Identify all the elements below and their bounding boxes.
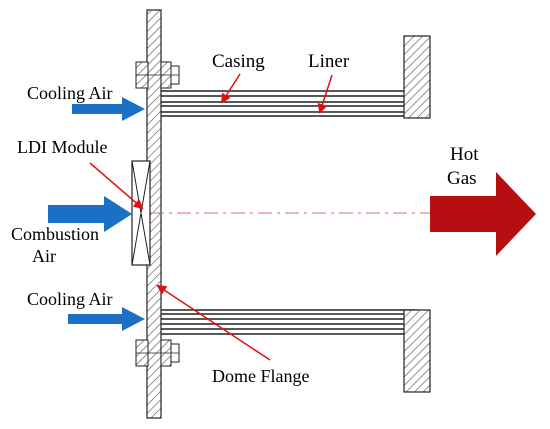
hot-gas-arrow (430, 172, 536, 256)
liner-label: Liner (308, 51, 350, 72)
bolt-top (135, 61, 180, 89)
cooling-air-label-bottom: Cooling Air (27, 289, 113, 309)
combustion-air-arrow (48, 196, 132, 232)
hot-gas-label-line1: Hot (450, 144, 479, 165)
hot-gas-label-line2: Gas (447, 168, 477, 189)
casing-label: Casing (212, 51, 265, 72)
bolt-bottom (135, 339, 180, 367)
combustion-air-label-line1: Combustion (11, 224, 99, 244)
ldi-module-pointer (89, 162, 144, 210)
combustion-air-label-line2: Air (32, 246, 56, 266)
liner-pointer (317, 74, 333, 114)
casing-liner-bottom (161, 313, 419, 335)
cooling-air-arrow-bottom (68, 307, 145, 331)
dome-flange-pointer (156, 284, 271, 361)
exit-flange-bottom (403, 309, 431, 393)
casing-pointer (220, 73, 241, 104)
casing-liner-top (161, 90, 419, 113)
ldi-module-label: LDI Module (17, 137, 107, 157)
cooling-air-label-top: Cooling Air (27, 83, 113, 103)
dome-flange-label: Dome Flange (212, 366, 309, 386)
exit-flange-top (403, 35, 431, 119)
ldi-module (131, 160, 151, 266)
cooling-air-arrow-top (72, 97, 145, 121)
